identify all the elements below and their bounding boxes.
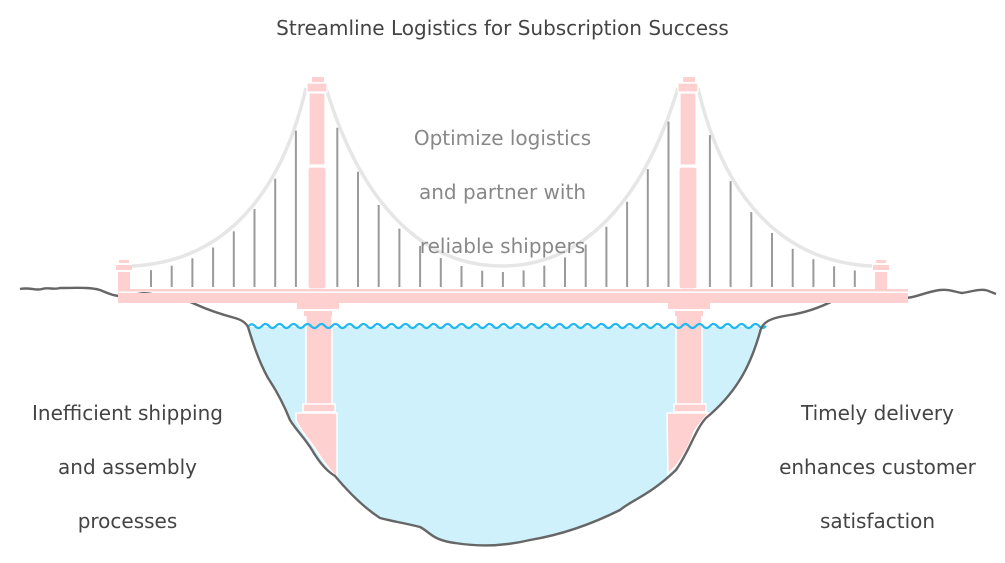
bridge-deck — [118, 289, 908, 303]
bridge-label-line: reliable shippers — [419, 234, 586, 258]
main-cable-right — [696, 87, 873, 268]
right-pier — [666, 303, 711, 476]
left-end-post — [116, 260, 132, 289]
left-bank-label-line: processes — [77, 509, 178, 533]
main-cable-left — [131, 87, 308, 268]
bridge-label-line: and partner with — [419, 180, 586, 204]
right-bank-label: Timely delivery enhances customer satisf… — [750, 373, 1005, 562]
right-bank-label-line: satisfaction — [819, 509, 936, 533]
right-end-post — [873, 260, 889, 289]
main-cable-center — [324, 87, 680, 268]
left-pier — [295, 303, 339, 480]
right-bank-label-line: Timely delivery — [800, 401, 954, 425]
diagram-title: Streamline Logistics for Subscription Su… — [276, 16, 729, 40]
hanger-cables — [150, 121, 856, 287]
bridge-label: Optimize logistics and partner with reli… — [370, 98, 635, 287]
water-surface-wave — [247, 322, 767, 330]
right-tower — [677, 77, 699, 290]
left-bank-label: Inefficient shipping and assembly proces… — [0, 373, 255, 562]
bridge-label-line: Optimize logistics — [413, 126, 592, 150]
water-body — [248, 327, 760, 546]
left-bank-label-line: and assembly — [58, 455, 197, 479]
left-tower — [306, 77, 328, 290]
left-bank-label-line: Inefficient shipping — [32, 401, 223, 425]
right-bank-label-line: enhances customer — [779, 455, 976, 479]
